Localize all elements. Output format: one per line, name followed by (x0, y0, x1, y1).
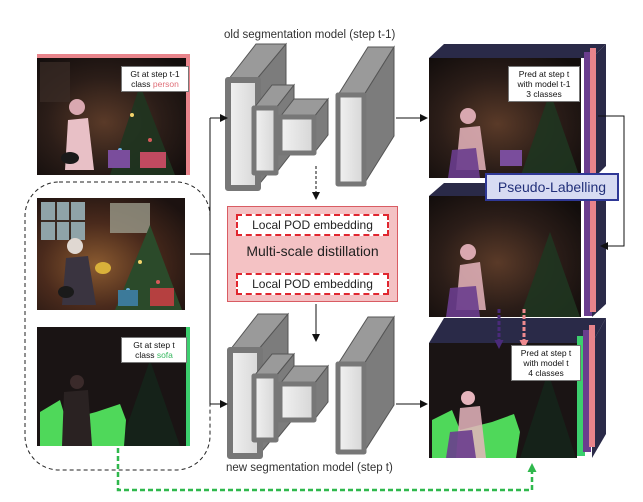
gt-curr-tag-line2: class sofa (126, 350, 182, 360)
old-model-network (225, 42, 395, 191)
pred-old-tag-line3: 3 classes (526, 89, 562, 99)
gt-curr-tag: Gt at step t class sofa (121, 337, 187, 363)
gt-curr-class-name: sofa (156, 350, 173, 360)
local-pod-embedding-bottom: Local POD embedding (236, 273, 389, 295)
pred-old-stack (429, 44, 606, 180)
gt-prev-class-name: person (152, 79, 179, 89)
pred-new-tag-line2: with model t (523, 358, 569, 368)
pred-new-tag-line1: Pred at step t (520, 348, 572, 358)
gt-prev-tag-line1: Gt at step t-1 (130, 69, 180, 79)
old-model-caption: old segmentation model (step t-1) (224, 29, 396, 41)
gt-prev-image (37, 54, 190, 175)
distillation-box: Local POD embedding Multi-scale distilla… (227, 206, 398, 302)
gt-curr-class-prefix: class (135, 350, 157, 360)
pred-old-tag-line2: with model t-1 (517, 79, 571, 89)
multi-scale-distillation-label: Multi-scale distillation (246, 243, 379, 259)
local-pod-embedding-top: Local POD embedding (236, 214, 389, 236)
pseudo-labelling-box: Pseudo-Labelling (485, 173, 619, 201)
new-model-network (227, 312, 395, 459)
gt-prev-tag: Gt at step t-1 class person (121, 66, 189, 92)
new-model-caption: new segmentation model (step t) (226, 462, 393, 474)
pseudo-label-stack (429, 183, 606, 317)
gt-curr-tag-line1: Gt at step t (133, 340, 175, 350)
gt-prev-tag-line2: class person (126, 79, 184, 89)
flow-connectors (116, 114, 625, 492)
pred-old-tag-line1: Pred at step t (518, 69, 570, 79)
rgb-input-image (37, 198, 185, 310)
pred-old-tag: Pred at step t with model t-1 3 classes (508, 66, 580, 102)
pred-new-stack (429, 318, 606, 458)
pred-new-tag: Pred at step t with model t 4 classes (511, 345, 581, 381)
gt-prev-class-prefix: class (131, 79, 153, 89)
pred-new-tag-line3: 4 classes (528, 368, 564, 378)
